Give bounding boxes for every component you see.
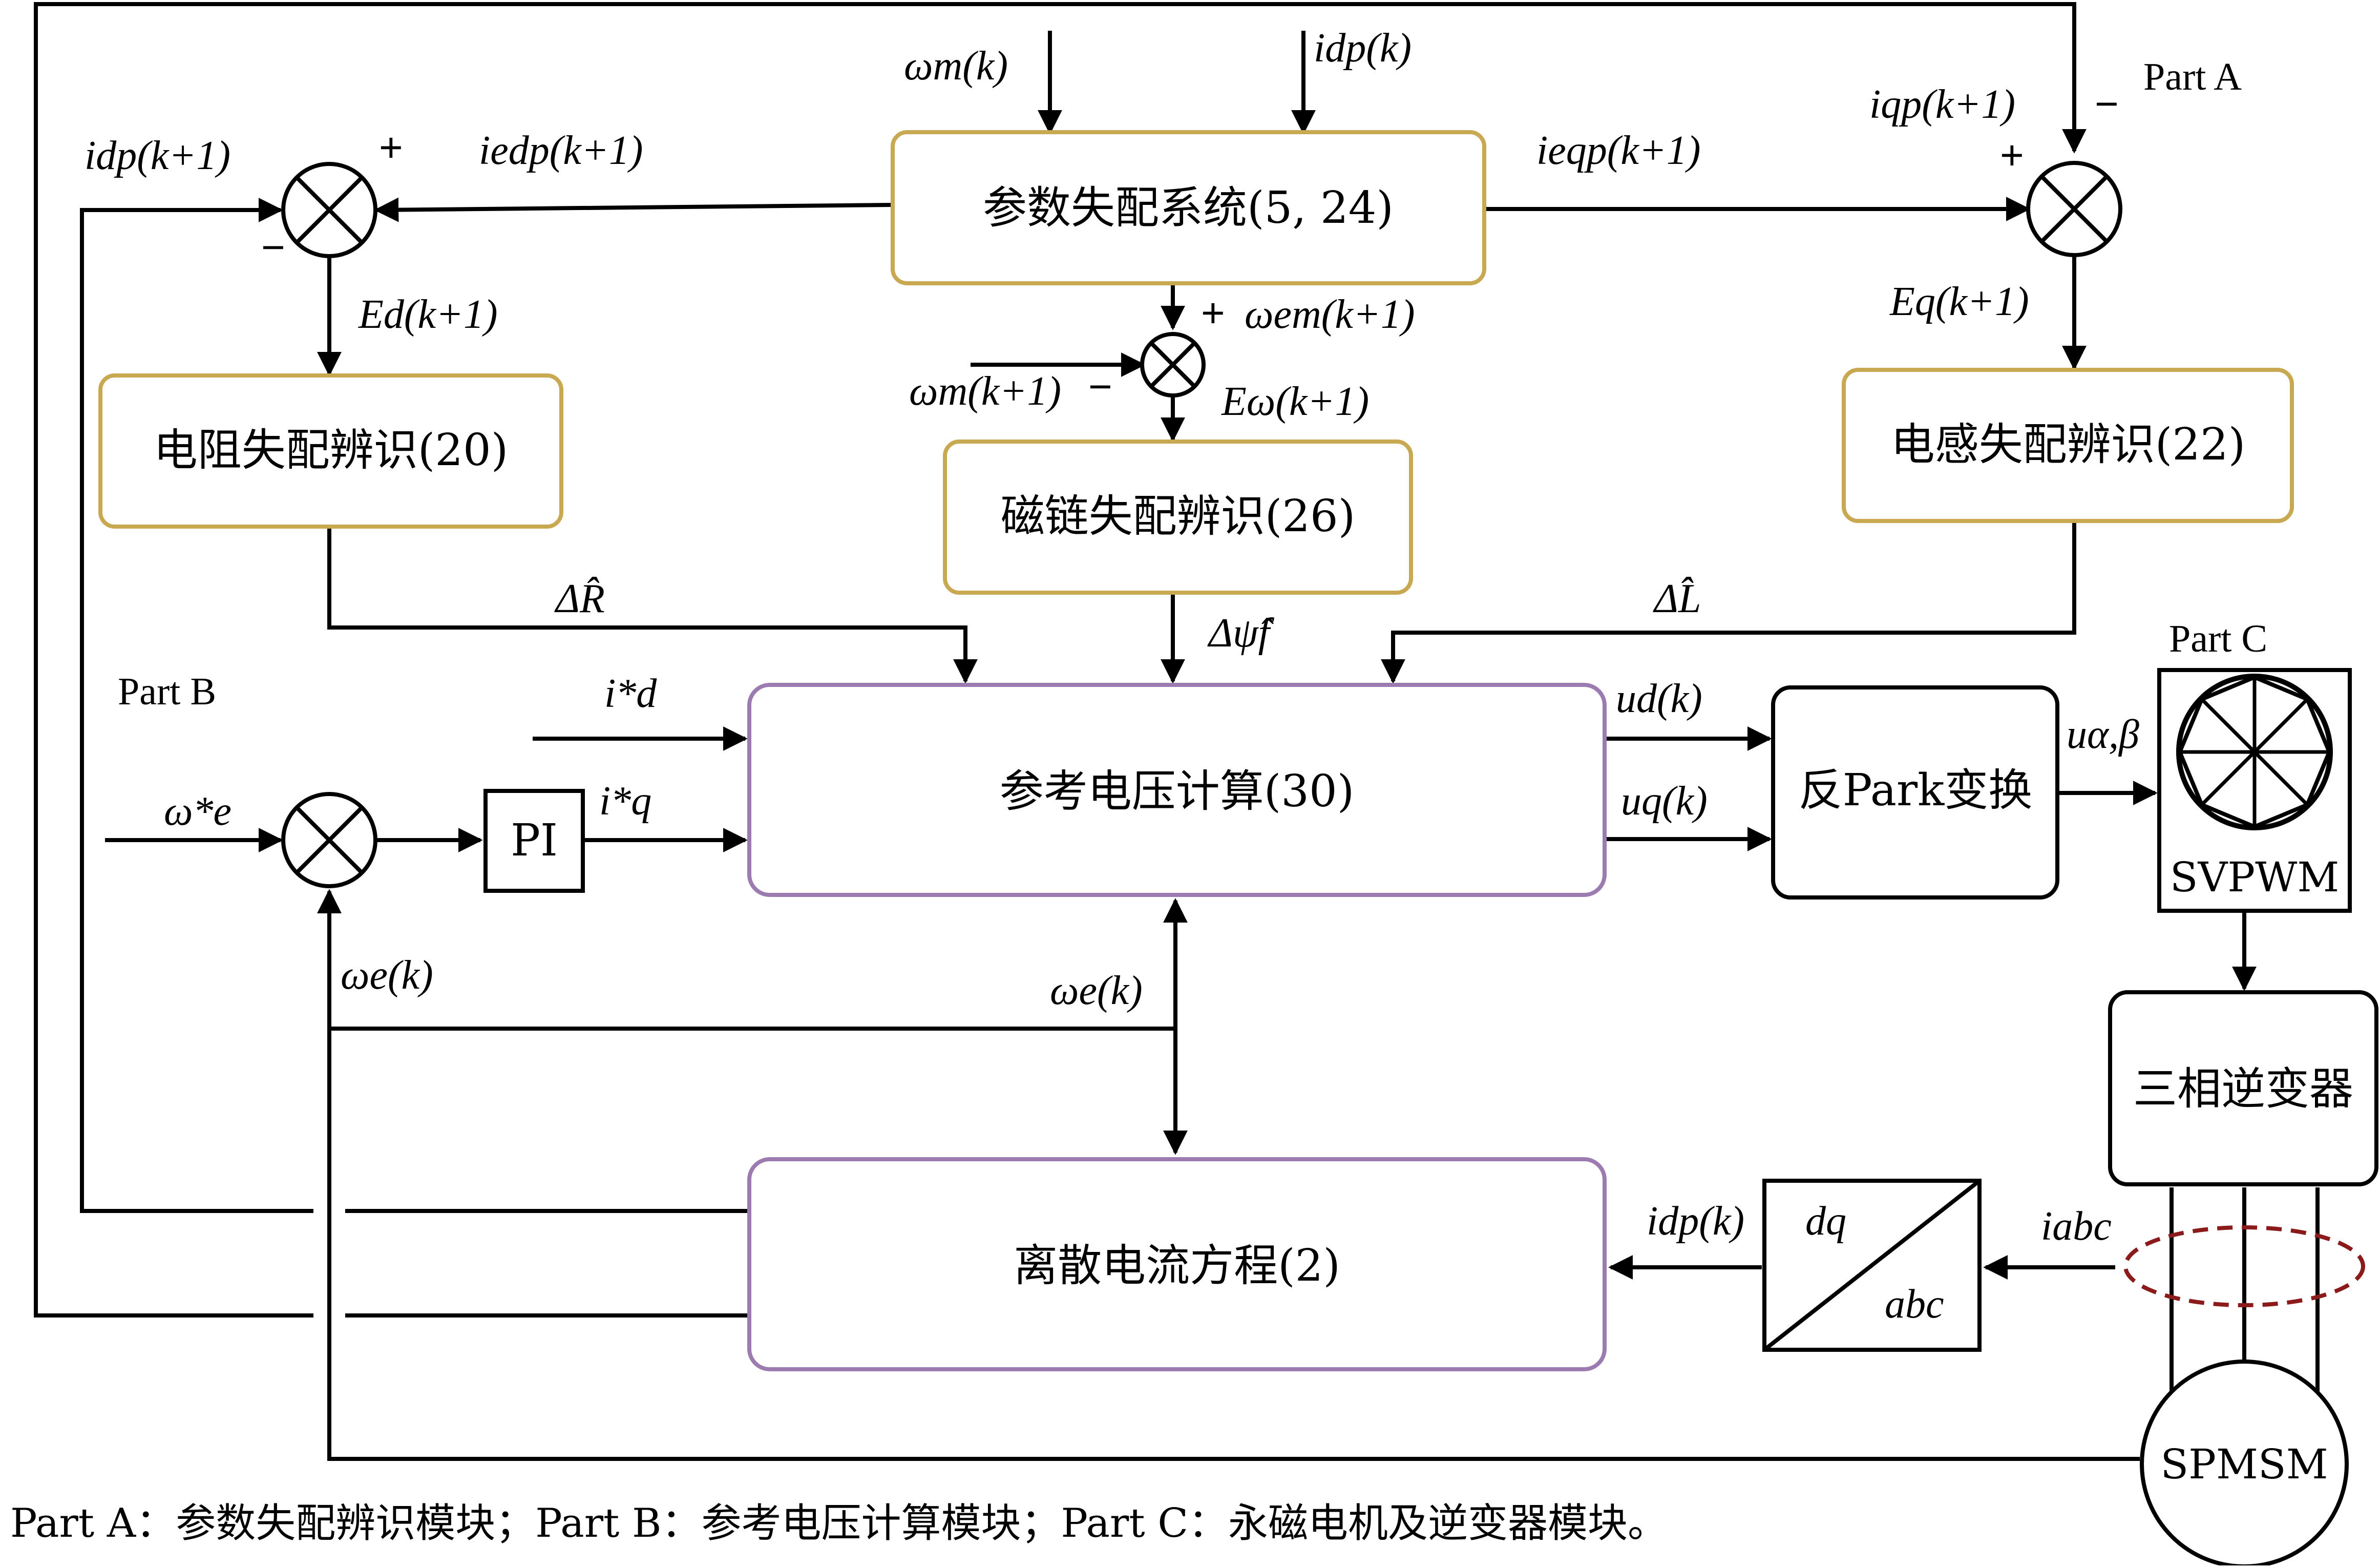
- wire-delta-l: [1381, 521, 2076, 684]
- discrete-current-block: 离散电流方程(2): [747, 1157, 1607, 1371]
- label-iqp-k1: iqp(k+1): [1869, 82, 2015, 127]
- inv-park-label: 反Park变换: [1799, 765, 2033, 816]
- label-wm-k: ωm(k): [904, 44, 1008, 89]
- part-b-label: Part B: [118, 670, 216, 713]
- label-delta-psi: Δψ̂f: [1207, 611, 1275, 656]
- label-delta-r: ΔR̂: [554, 576, 605, 621]
- ref-voltage-block: 参考电压计算(30): [747, 683, 1607, 897]
- label-wm-k1: ωm(k+1): [909, 369, 1061, 414]
- wire-idp-e: [374, 197, 892, 222]
- inv-park-block: 反Park变换: [1771, 685, 2059, 900]
- label-id-star: i*d: [604, 671, 657, 716]
- label-idp-k-right: idp(k): [1647, 1199, 1744, 1244]
- current-sensor-ellipse: [2123, 1225, 2365, 1307]
- resistance-id-block: 电阻失配辨识(20): [98, 373, 563, 529]
- part-c-label: Part C: [2169, 617, 2267, 660]
- figure-caption: Part A：参数失配辨识模块；Part B：参考电压计算模块；Part C：永…: [10, 1500, 1668, 1546]
- label-idp-k-top: idp(k): [1314, 26, 1412, 71]
- pi-label: PI: [511, 815, 558, 866]
- flux-id-label: 磁链失配辨识(26): [1001, 491, 1356, 542]
- wire-delta-r: [327, 528, 978, 684]
- motor-block: SPMSM: [2140, 1360, 2349, 1568]
- ref-voltage-label: 参考电压计算(30): [1000, 766, 1355, 817]
- inverter-label: 三相逆变器: [2133, 1063, 2353, 1115]
- label-delta-l: ΔL̂: [1653, 576, 1701, 621]
- inverter-block: 三相逆变器: [2108, 990, 2378, 1186]
- label-iabc: iabc: [2041, 1204, 2112, 1249]
- pi-block: PI: [483, 789, 585, 893]
- label-we-k-left: ωe(k): [341, 953, 433, 998]
- label-iq-star: i*q: [599, 779, 651, 824]
- dq-label: dq: [1805, 1199, 1846, 1244]
- label-u-ab: uα,β: [2067, 712, 2139, 757]
- sum-junction-idp: [281, 162, 377, 258]
- svpwm-label: SVPWM: [2170, 853, 2340, 901]
- label-ud-k: ud(k): [1616, 676, 1702, 721]
- flux-id-block: 磁链失配辨识(26): [943, 440, 1413, 595]
- sign-omega-plus: +: [1201, 290, 1225, 336]
- inductance-id-label: 电感失配辨识(22): [1891, 419, 2246, 470]
- sum-junction-iqp: [2026, 161, 2122, 257]
- sum-junction-omega: [1140, 332, 1206, 398]
- label-wm-e-k1: ωem(k+1): [1245, 292, 1415, 337]
- motor-label: SPMSM: [2160, 1440, 2328, 1488]
- label-ed-k1: Ed(k+1): [358, 292, 498, 337]
- label-iqp-e-k1: ieqp(k+1): [1536, 128, 1701, 173]
- label-ew-k1: Eω(k+1): [1221, 379, 1369, 424]
- sum-junction-speed: [281, 792, 377, 888]
- discrete-current-label: 离散电流方程(2): [1014, 1240, 1340, 1291]
- resistance-id-label: 电阻失配辨识(20): [154, 425, 509, 476]
- sign-idp-plus: +: [379, 124, 403, 170]
- abc-label: abc: [1885, 1282, 1944, 1327]
- dq-abc-block: dq abc: [1762, 1179, 1982, 1352]
- param-system-label: 参数失配系统(5, 24): [983, 182, 1394, 234]
- sign-idp-minus: −: [261, 224, 285, 270]
- label-we-star: ω*e: [164, 789, 231, 834]
- part-a-label: Part A: [2143, 55, 2242, 98]
- inductance-id-block: 电感失配辨识(22): [1842, 368, 2294, 523]
- sign-omega-minus: −: [1088, 364, 1112, 409]
- label-idp-k1-left: idp(k+1): [85, 133, 230, 178]
- sign-iqp-minus: −: [2095, 81, 2119, 127]
- sign-iqp-plus: +: [2000, 132, 2024, 178]
- svpwm-block: SVPWM: [2157, 668, 2352, 913]
- label-idp-e-k1: iedp(k+1): [479, 128, 643, 173]
- label-uq-k: uq(k): [1621, 779, 1708, 824]
- label-eq-k1: Eq(k+1): [1889, 279, 2029, 324]
- label-we-k-mid: ωe(k): [1050, 968, 1143, 1013]
- wire-we-feedback: [317, 889, 2140, 1461]
- wire-crossings: [36, 1194, 748, 1332]
- param-system-block: 参数失配系统(5, 24): [891, 130, 1486, 285]
